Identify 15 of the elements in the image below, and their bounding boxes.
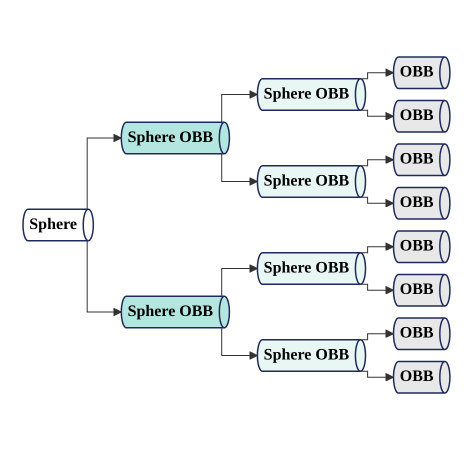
node-text: Sphere OBB [263, 172, 349, 189]
node-text: OBB [399, 368, 434, 385]
node-text: Sphere OBB [263, 85, 349, 102]
node-text: Sphere OBB [127, 128, 213, 146]
node-text: Sphere OBB [263, 258, 349, 276]
node-text: OBB [399, 324, 434, 342]
node-text: Sphere [28, 215, 77, 232]
node-text: OBB [399, 63, 434, 80]
node-text: OBB [399, 280, 434, 298]
node-text: OBB [399, 106, 434, 124]
node-text: Sphere OBB [263, 346, 349, 363]
node-text: OBB [399, 237, 434, 254]
node-text: OBB [399, 150, 434, 168]
node-text: Sphere OBB [127, 302, 213, 320]
node-text: OBB [399, 194, 434, 211]
